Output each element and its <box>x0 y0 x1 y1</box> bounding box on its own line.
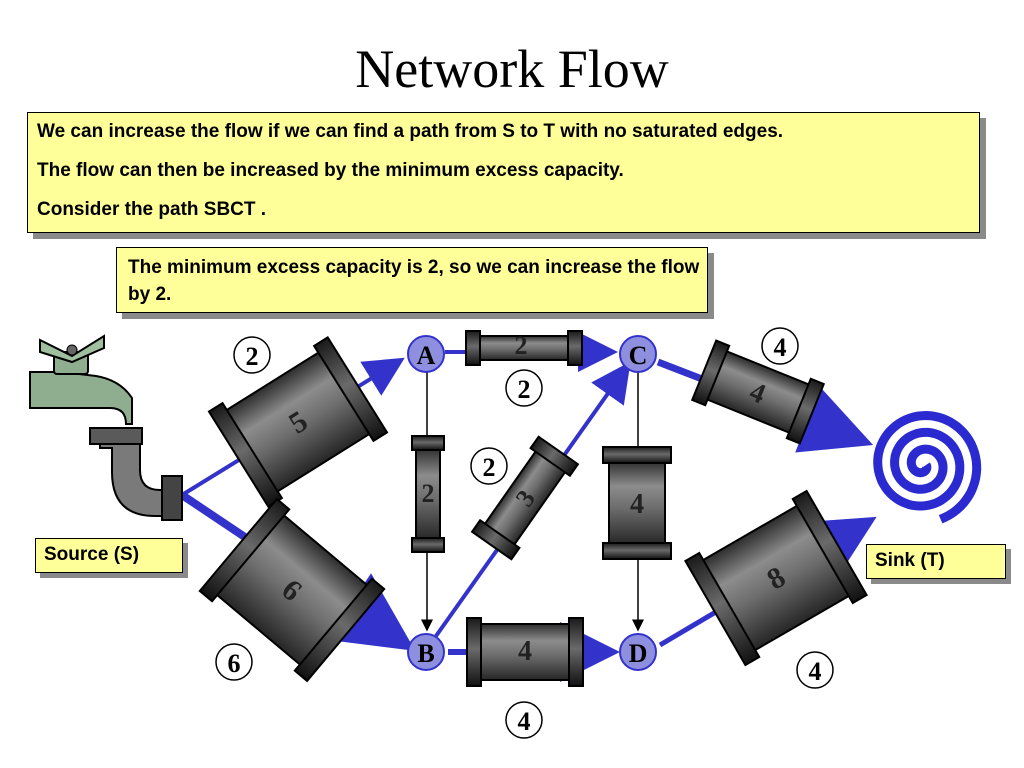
sink-label: Sink (T) <box>866 544 1006 579</box>
flow-value-s-b: 6 <box>228 649 241 678</box>
pipe-c-d: 4 <box>602 446 672 560</box>
node-label-b: B <box>417 639 434 668</box>
page-title: Network Flow <box>355 39 669 99</box>
flow-value-b-d: 4 <box>518 707 531 736</box>
pipe-c-t: 4 <box>690 339 826 445</box>
flow-badge-d-t: 4 <box>796 651 834 689</box>
pipe-s-a: 5 <box>207 336 389 508</box>
node-d: D <box>619 633 657 671</box>
flow-badge-b-d: 4 <box>505 701 543 739</box>
pipe-label-a-c: 2 <box>515 331 528 360</box>
node-label-d: D <box>629 639 648 668</box>
flow-value-a-c: 2 <box>518 375 531 404</box>
pipe-label-a-b: 2 <box>422 479 435 508</box>
flow-badge-a-c: 2 <box>505 369 543 407</box>
pipe-b-d: 4 <box>466 617 584 687</box>
explanation-line-2: The flow can then be increased by the mi… <box>37 160 624 181</box>
node-c: C <box>619 335 657 373</box>
flow-badge-c-t: 4 <box>761 327 799 365</box>
pipe-d-t: 8 <box>684 489 868 667</box>
explanation-box: We can increase the flow if we can find … <box>27 112 980 233</box>
flow-value-d-t: 4 <box>809 657 822 686</box>
flow-badge-b-c: 2 <box>470 447 508 485</box>
spiral-icon <box>873 410 982 524</box>
flow-value-c-t: 4 <box>774 333 787 362</box>
explanation-line-3: Consider the path SBCT . <box>37 199 267 220</box>
explanation-line-1: We can increase the flow if we can find … <box>37 121 784 142</box>
node-label-c: C <box>629 341 648 370</box>
pipe-label-b-d: 4 <box>518 636 532 667</box>
pipe-a-b: 2 <box>411 435 445 553</box>
pipe-a-c: 2 <box>465 330 583 366</box>
node-label-a: A <box>417 341 436 370</box>
flow-value-b-c: 2 <box>483 453 496 482</box>
pipe-label-c-d: 4 <box>630 489 644 520</box>
node-a: A <box>407 335 445 373</box>
node-b: B <box>407 633 445 671</box>
source-label: Source (S) <box>35 538 183 573</box>
pipe-b-c: 3 <box>470 435 580 561</box>
pipe-s-b: 6 <box>198 497 386 683</box>
flow-badge-s-a: 2 <box>233 336 271 374</box>
callout-box: The minimum excess capacity is 2, so we … <box>116 247 708 313</box>
flow-badge-s-b: 6 <box>215 643 253 681</box>
flow-value-s-a: 2 <box>246 342 259 371</box>
faucet-icon <box>29 334 183 521</box>
